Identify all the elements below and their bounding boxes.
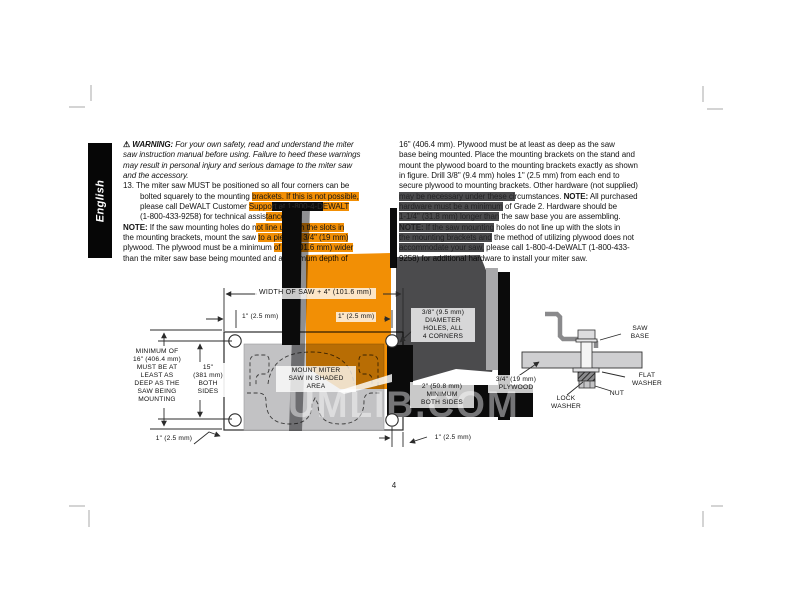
text-line: than the miter saw base being mounted an… [123, 254, 392, 264]
label-fifteen-inch: 15" (381 mm) BOTH SIDES [186, 363, 230, 398]
text-segment: the saw base you are assembling. [499, 212, 621, 222]
language-tab-label: English [94, 179, 106, 222]
text-segment: in figure. Drill 3/8" (9.4 mm) holes 1" … [399, 171, 620, 181]
label-one-inch-top-left: 1" (2.5 mm) [240, 312, 281, 323]
text-line: secure plywood to mounting brackets. Oth… [399, 181, 671, 191]
text-line: base being mounted. Place the mounting b… [399, 150, 671, 160]
text-segment: Suppo [248, 202, 272, 212]
corner-hole [385, 413, 399, 427]
text-line: 1-1/4" (31.8 mm) longer than the saw bas… [399, 212, 671, 222]
text-segment: NOTE: [123, 222, 148, 232]
text-segment: rcumstances. [514, 191, 564, 201]
text-line: in figure. Drill 3/8" (9.4 mm) holes 1" … [399, 171, 671, 181]
label-lock-washer: LOCK WASHER [551, 395, 581, 411]
text-segment: 1-1/4" (31.8 mm) longer than [399, 212, 500, 222]
label-mount-miter-saw: MOUNT MITER SAW IN SHADED AREA [276, 366, 356, 393]
nut-part [578, 380, 596, 389]
text-segment: EWALT [322, 202, 350, 212]
text-line: please call DeWALT Customer Support at 1… [123, 202, 392, 212]
warning-icon: ⚠ [123, 140, 133, 149]
text-line: 13. The miter saw MUST be positioned so … [123, 181, 392, 191]
right-text-column: 16" (406.4 mm). Plywood must be at least… [399, 140, 671, 264]
label-two-inch-minimum: 2" (50.8 mm) MINIMUM BOTH SIDES [410, 382, 474, 409]
text-segment: NOTE: [399, 222, 424, 232]
text-segment: For your own safety, read and understand… [173, 140, 354, 149]
text-segment: and the accessory. [123, 171, 189, 181]
text-segment: than the miter saw base being mounted an… [123, 253, 348, 263]
text-segment: WARNING: [132, 140, 174, 149]
label-one-inch-bottom-left: 1" (2.5 mm) [155, 435, 193, 442]
label-one-inch-top-middle: 1" (2.5 mm) [336, 312, 377, 323]
text-segment: mount the plywood board to the mounting … [399, 160, 638, 170]
text-segment: may be necessary under these ci [399, 191, 515, 201]
text-segment: saw instruction manual before using. Fai… [123, 150, 361, 160]
label-plywood: 3/4" (19 mm) PLYWOOD [488, 375, 544, 394]
text-segment: plywood. The plywood must be a minimum [123, 243, 274, 253]
text-segment: hardware must be a minimum [399, 202, 503, 212]
text-segment: the mounting brackets, mount the saw [123, 233, 259, 243]
text-segment: holes do not line up with the slots in [494, 222, 621, 232]
text-segment: please call 1-800-4-DeWALT (1-800-433- [484, 243, 630, 253]
language-tab: English [88, 143, 112, 258]
label-flat-washer: FLAT WASHER [632, 372, 662, 388]
text-segment: the mounting brackets and [399, 233, 492, 243]
text-segment: secure plywood to mounting brackets. Oth… [399, 181, 638, 191]
text-segment: 13. The miter saw MUST be positioned so … [123, 181, 350, 191]
text-line: saw instruction manual before using. Fai… [123, 150, 392, 160]
text-line: bolted squarely to the mounting brackets… [123, 191, 392, 202]
text-segment: All purchased [588, 191, 638, 201]
text-segment: please call DeWALT Customer [140, 202, 249, 212]
label-width-dimension: WIDTH OF SAW + 4" (101.6 mm) [255, 288, 376, 299]
text-line: NOTE: If the saw mounting holes do not l… [399, 222, 671, 233]
text-line: mount the plywood board to the mounting … [399, 161, 671, 171]
label-one-inch-bottom-right: 1" (2.5 mm) [434, 434, 472, 441]
text-segment: If the saw mounting [423, 222, 494, 232]
corner-hole [228, 413, 242, 427]
text-line: may result in personal injury and seriou… [123, 161, 392, 171]
text-segment: tance. [265, 212, 288, 222]
left-text-column: ⚠ WARNING: For your own safety, read and… [123, 140, 392, 264]
text-line: and the accessory. [123, 171, 392, 181]
text-line: may be necessary under these circumstanc… [399, 191, 671, 202]
text-segment: of 4" (101.6 mm) wider [273, 243, 354, 253]
text-segment: base being mounted. Place the mounting b… [399, 150, 635, 160]
text-segment: 16" (406.4 mm). Plywood must be at least… [399, 140, 615, 149]
text-line: the mounting brackets and the method of … [399, 233, 671, 243]
text-segment: may result in personal injury and seriou… [123, 160, 353, 170]
label-diameter-holes: 3/8" (9.5 mm) DIAMETER HOLES, ALL 4 CORN… [411, 308, 475, 343]
text-line: accommodate your saw, please call 1-800-… [399, 243, 671, 253]
label-saw-base: SAW BASE [630, 325, 650, 341]
text-segment: (1-800-433-9258) for technical assis [140, 212, 266, 222]
text-line: plywood. The plywood must be a minimum o… [123, 243, 392, 253]
text-segment: bolted squarely to the mounting [140, 191, 252, 201]
text-segment: accommodate your saw, [399, 243, 485, 253]
text-segment: rt at 1-800-4-D [271, 202, 323, 212]
text-segment: of Grade 2. Hardware should be [502, 202, 618, 212]
text-segment: brackets. If this is not possible, [251, 191, 359, 201]
corner-hole [385, 334, 399, 348]
text-segment: the method of utilizing plywood does not [491, 233, 634, 243]
label-nut: NUT [609, 390, 625, 397]
text-segment: NOTE: [563, 191, 589, 201]
text-line: hardware must be a minimum of Grade 2. H… [399, 202, 671, 212]
page-number: 4 [391, 481, 397, 490]
text-segment: If the saw mounting holes do n [147, 222, 257, 232]
label-minimum-16: MINIMUM OF 16" (406.4 mm) MUST BE AT LEA… [132, 348, 182, 404]
text-line: 16" (406.4 mm). Plywood must be at least… [399, 140, 671, 150]
text-line: ⚠ WARNING: For your own safety, read and… [123, 140, 392, 150]
bolt-cross-section [521, 311, 643, 389]
